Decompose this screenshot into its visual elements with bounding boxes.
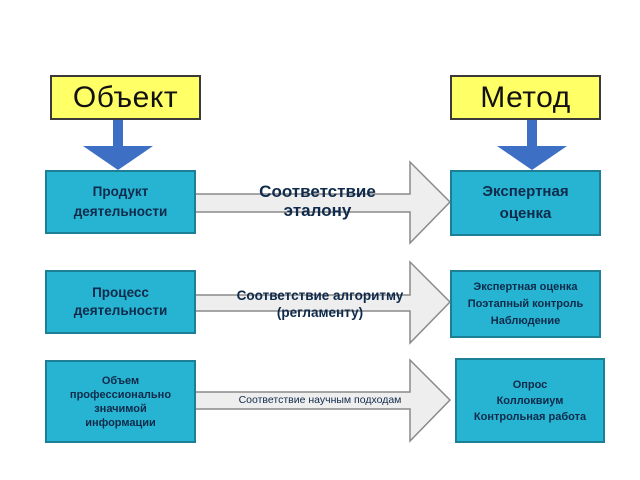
object-header-label: Объект: [72, 80, 179, 114]
method-line: Опрос: [512, 378, 548, 391]
right-arrow-row-2: [194, 260, 452, 345]
object-line: значимой: [94, 402, 147, 415]
relation-line: эталону: [283, 201, 352, 220]
object-header: Объект: [50, 75, 201, 120]
method-line: Экспертная: [482, 183, 569, 200]
object-line: деятельности: [73, 303, 168, 318]
method-box-survey: Опрос Коллоквиум Контрольная работа: [455, 358, 605, 443]
object-line: Продукт: [92, 184, 149, 199]
down-arrow-object: [83, 120, 153, 170]
object-line: Процесс: [92, 285, 149, 300]
method-line: Экспертная оценка: [473, 280, 578, 293]
relation-line: (регламенту): [276, 305, 364, 320]
method-box-expert: Экспертная оценка: [450, 170, 601, 236]
object-line: деятельности: [73, 204, 168, 219]
relation-label-row-2: Соответствие алгоритму (регламенту): [205, 287, 435, 321]
object-box-process: Процесс деятельности: [45, 270, 196, 334]
object-line: Объем: [101, 374, 140, 387]
object-line: информации: [85, 416, 156, 429]
relation-line: Соответствие научным подходам: [238, 394, 402, 406]
method-line: Наблюдение: [490, 314, 561, 327]
method-header: Метод: [450, 75, 601, 120]
object-line: профессионально: [69, 388, 172, 401]
method-line: Коллоквиум: [496, 394, 564, 407]
method-box-observation: Экспертная оценка Поэтапный контроль Наб…: [450, 270, 601, 338]
right-arrow-row-3: [194, 358, 452, 443]
right-arrow-row-1: [194, 160, 452, 245]
object-box-information: Объем профессионально значимой информаци…: [45, 360, 196, 443]
relation-label-row-1: Соответствие эталону: [230, 182, 405, 220]
relation-label-row-3: Соответствие научным подходам: [205, 393, 435, 407]
method-header-label: Метод: [480, 80, 571, 114]
object-box-product: Продукт деятельности: [45, 170, 196, 234]
relation-line: Соответствие алгоритму: [236, 288, 404, 303]
method-line: Поэтапный контроль: [467, 297, 584, 310]
relation-line: Соответствие: [259, 182, 376, 201]
method-line: Контрольная работа: [473, 410, 587, 423]
method-line: оценка: [499, 205, 552, 222]
down-arrow-method: [497, 120, 567, 170]
